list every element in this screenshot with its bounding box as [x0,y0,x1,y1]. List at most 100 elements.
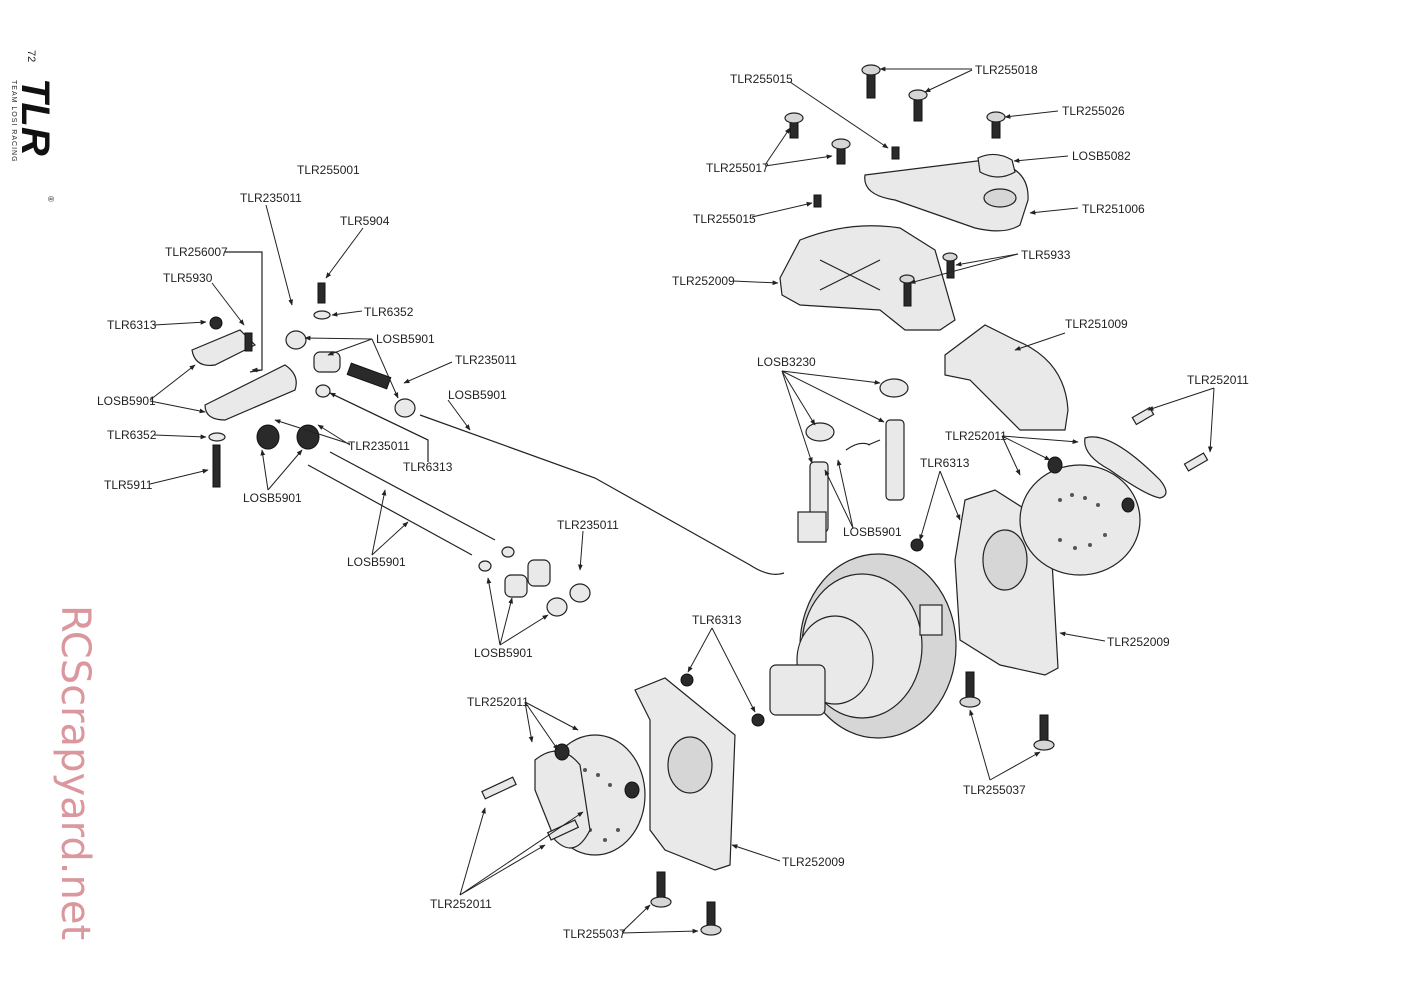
tlr-logo: TLR TEAM LOSI RACING ® [10,78,57,202]
washer [313,310,331,320]
part-label: TLR5904 [340,214,390,228]
part-label: TLR252011 [1187,373,1249,387]
part-label: TLR252009 [1107,635,1170,649]
set-screw [891,146,900,160]
pin [481,776,517,800]
bearing [1047,456,1063,474]
brace-slot [983,188,1017,208]
brake-disc-right [1019,464,1141,576]
screw [942,252,958,279]
right-gearbox-assembly [910,406,1209,751]
part-label: TLR255017 [706,161,769,175]
part-label: LOSB5901 [448,388,507,402]
leader-lines [149,66,1215,934]
brake-linkage [419,378,909,575]
registered-mark: ® [46,196,55,202]
link-arm [204,364,297,421]
link-rods [307,451,496,556]
part-label: LOSB5901 [376,332,435,346]
brake-caliper-right [1084,436,1167,499]
part-label: TLR6352 [107,428,157,442]
spring [346,362,392,390]
part-label: TLR251009 [1065,317,1128,331]
screw [784,112,804,139]
part-label: TLR252009 [782,855,845,869]
screw [831,138,851,165]
collar [394,398,416,418]
part-label: TLR255037 [563,927,626,941]
washer [208,432,226,442]
screw [244,332,253,352]
part-label: TLR5933 [1021,248,1071,262]
part-label: TLR6313 [920,456,970,470]
part-label: LOSB5901 [474,646,533,660]
bushing [879,378,909,398]
washer [478,560,492,572]
cam-lever [797,511,827,543]
nut [751,713,765,727]
nut [315,384,331,398]
swivel [313,351,341,373]
part-label: TLR235011 [348,439,410,453]
screw [959,671,981,708]
part-label: TLR255037 [963,783,1026,797]
part-label: TLR251006 [1082,202,1145,216]
nut [209,316,223,330]
part-label: TLR6313 [692,613,742,627]
part-label: TLR255001 [297,163,360,177]
watermark: RCScrapyard.net [52,605,98,940]
part-label: TLR255018 [975,63,1038,77]
part-label: TLR235011 [455,353,517,367]
differential-assembly [769,553,957,739]
part-label: LOSB5901 [97,394,156,408]
collar [546,597,568,617]
part-label: LOSB3230 [757,355,816,369]
screw [650,871,672,908]
part-label: TLR255015 [730,72,793,86]
screw [700,901,722,936]
top-brace-assembly [779,64,1069,431]
part-label: LOSB5901 [243,491,302,505]
tube [527,559,551,587]
part-label: TLR252011 [467,695,529,709]
screw [317,282,326,304]
part-label: TLR235011 [240,191,302,205]
part-label: LOSB5082 [1072,149,1131,163]
screw [899,274,915,307]
collar [256,424,280,450]
gear-cover [944,324,1069,431]
part-label: TLR252009 [672,274,735,288]
nut [910,538,924,552]
diff-outdrive [769,664,826,716]
part-label: TLR255015 [693,212,756,226]
part-label: TLR5911 [104,478,153,492]
brake-cam [885,419,905,501]
bushing [805,422,835,442]
part-label: TLR6352 [364,305,414,319]
part-label: LOSB5901 [347,555,406,569]
screw [908,89,928,122]
brand-subtitle: TEAM LOSI RACING [10,80,17,163]
pin [1183,452,1209,472]
collar [285,330,307,350]
set-screw [813,194,822,208]
screw [986,111,1006,139]
page-number: 72 [25,50,37,62]
collar [296,424,320,450]
part-label: TLR256007 [165,245,228,259]
bearing [1121,497,1135,513]
nut [680,673,694,687]
part-labels: TLR255015 TLR255018 TLR255026 TLR255017 … [97,63,1249,941]
part-label: TLR255026 [1062,104,1125,118]
pin [1131,406,1155,426]
part-label: LOSB5901 [843,525,902,539]
part-label: TLR252011 [945,429,1007,443]
collar [569,583,591,603]
left-gearbox-assembly [481,673,765,936]
diff-outdrive [919,604,943,636]
bearing [554,743,570,761]
part-label: TLR235011 [557,518,619,532]
screw [1033,714,1055,751]
